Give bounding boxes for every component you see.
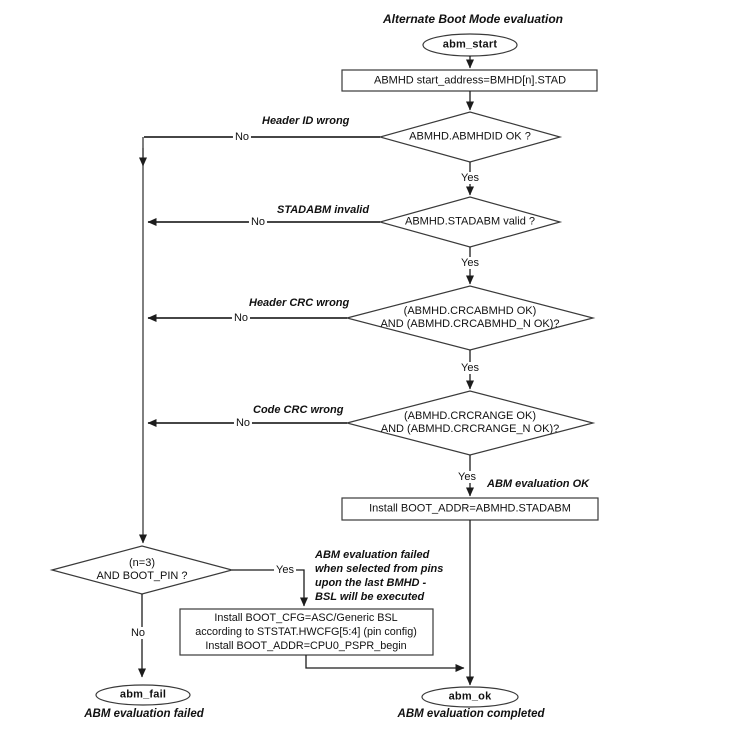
boot-pin-question: (n=3) AND BOOT_PIN ? [96,557,188,582]
yes-label-boot-pin: Yes [274,564,296,576]
edge-bsl-to-mainline [305,655,465,672]
no-label-header-id: No [232,131,252,143]
abm-fail-ellipse [95,684,191,706]
abm-ok-caption: ABM evaluation completed [397,708,545,720]
code-crc-diamond [344,390,596,456]
abm-ok-label: abm_ok [448,690,492,703]
yes-label-header-crc: Yes [459,362,481,374]
install-bsl-label: Install BOOT_CFG=ASC/Generic BSL accordi… [195,612,417,652]
header-crc-diamond [344,285,596,351]
annotation-stadabm-invalid: STADABM invalid [277,204,370,216]
annotation-code-crc-wrong: Code CRC wrong [253,404,344,416]
no-label-stadabm: No [248,216,268,228]
abm-fail-label: abm_fail [119,688,167,701]
set-address-label: ABMHD start_address=BMHD[n].STAD [373,74,567,87]
no-rail [139,136,380,544]
no-label-code-crc: No [233,417,253,429]
abm-start-label: abm_start [442,38,498,51]
annotation-abm-evaluation-ok: ABM evaluation OK [487,478,590,490]
edge-bootpin-yes [232,569,308,607]
header-crc-question: (ABMHD.CRCABMHD OK) AND (ABMHD.CRCABMHD_… [380,305,560,330]
annotation-failed-note: ABM evaluation failed when selected from… [315,549,444,603]
abm-fail-caption: ABM evaluation failed [84,708,204,720]
install-boot-addr-label: Install BOOT_ADDR=ABMHD.STADABM [369,502,571,515]
abm-ok-ellipse [421,686,519,708]
stadabm-diamond [377,196,563,248]
annotation-header-crc-wrong: Header CRC wrong [249,297,350,309]
header-id-question: ABMHD.ABMHDID OK ? [409,130,531,143]
page-title: Alternate Boot Mode evaluation [382,12,564,26]
yes-label-stadabm: Yes [459,257,481,269]
yes-label-code-crc: Yes [456,471,478,483]
no-label-boot-pin: No [128,627,148,639]
header-id-diamond [377,111,563,163]
code-crc-question: (ABMHD.CRCRANGE OK) AND (ABMHD.CRCRANGE_… [380,410,560,435]
yes-label-header-id: Yes [459,172,481,184]
no-label-header-crc: No [231,312,251,324]
annotation-header-id-wrong: Header ID wrong [262,115,350,127]
stadabm-question: ABMHD.STADABM valid ? [405,215,535,228]
